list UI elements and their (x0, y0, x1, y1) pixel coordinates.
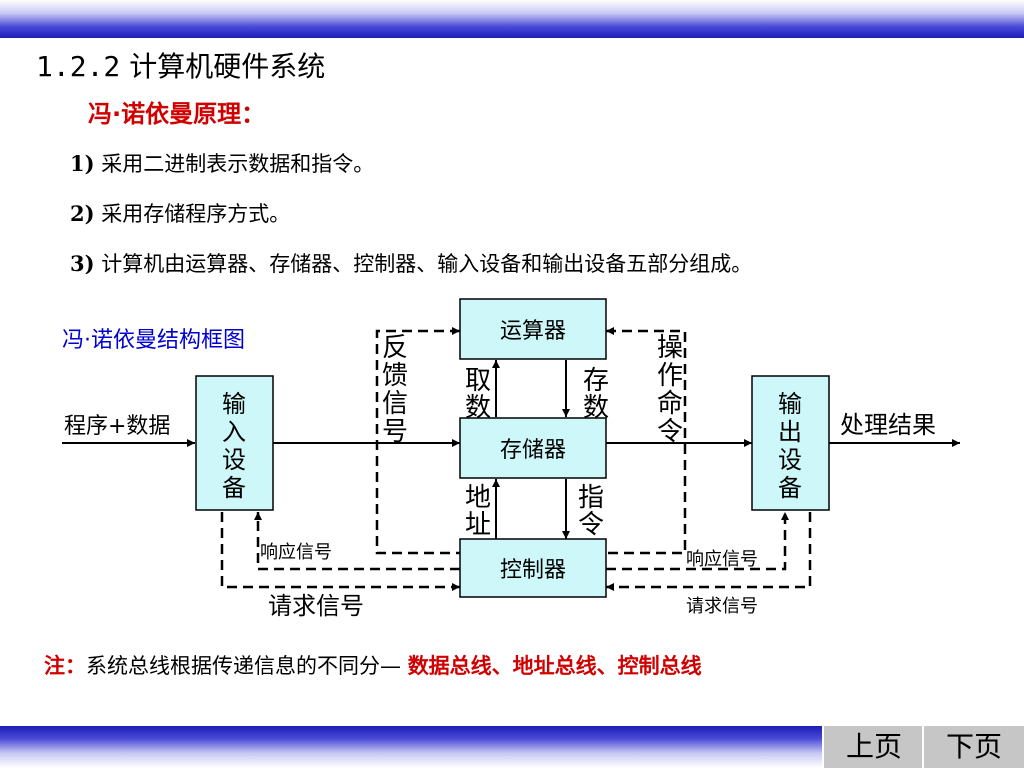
alu-box (459, 298, 607, 360)
input-device-label: 输 入 设 备 (222, 390, 246, 502)
fetch-char: 数 (465, 393, 491, 423)
operation-char: 命 (657, 389, 683, 419)
input-device-char: 输 (222, 390, 246, 418)
bus-note: 注：系统总线根据传递信息的不同分— 数据总线、地址总线、控制总线 (44, 650, 702, 680)
control-box (459, 538, 607, 598)
point-3: 3) 计算机由运算器、存储器、控制器、输入设备和输出设备五部分组成。 (70, 248, 752, 278)
point-text: 计算机由运算器、存储器、控制器、输入设备和输出设备五部分组成。 (101, 252, 753, 276)
feedback-signal-label: 反 馈 信 号 (382, 333, 408, 447)
prev-page-button[interactable]: 上页 (822, 726, 924, 768)
output-label: 处理结果 (840, 411, 936, 439)
memory-box (459, 417, 607, 479)
control-label: 控制器 (500, 558, 566, 583)
title-text: 计算机硬件系统 (129, 50, 326, 83)
request-signal-left: 请求信号 (268, 592, 364, 620)
diagram-title: 冯·诺依曼结构框图 (62, 328, 245, 353)
feedback-char: 反 (382, 333, 408, 363)
point-number: 2) (70, 201, 95, 226)
bus-types: 数据总线、地址总线、控制总线 (407, 654, 702, 678)
instruction-char: 指 (578, 483, 604, 513)
feedback-char: 信 (382, 389, 408, 419)
page-title: 1.2.2 计算机硬件系统 (36, 45, 325, 85)
point-1: 1) 采用二进制表示数据和指令。 (70, 148, 374, 178)
request-signal-right: 请求信号 (686, 596, 758, 617)
output-device-label: 输 出 设 备 (778, 390, 802, 502)
output-device-char: 备 (778, 474, 802, 502)
top-gradient-band (0, 0, 1024, 38)
operation-char: 作 (657, 361, 683, 391)
alu-label: 运算器 (500, 319, 566, 344)
control-signal-lines (220, 327, 812, 591)
operation-command-line (606, 327, 687, 555)
operation-char: 令 (657, 417, 683, 447)
output-device-char: 出 (778, 418, 802, 446)
point-2: 2) 采用存储程序方式。 (70, 198, 290, 228)
instruction-label: 指 令 (578, 483, 604, 540)
store-char: 存 (583, 366, 609, 396)
note-label: 注： (44, 654, 86, 678)
feedback-signal-line (375, 327, 460, 555)
response-signal-left: 响应信号 (260, 542, 332, 563)
address-char: 地 (465, 483, 491, 513)
response-signal-right: 响应信号 (686, 549, 758, 570)
address-label: 地 址 (465, 483, 491, 540)
input-device-char: 备 (222, 474, 246, 502)
right-request-line (606, 512, 812, 591)
input-device-box (195, 375, 274, 511)
output-device-char: 设 (778, 446, 802, 474)
left-request-line (220, 512, 460, 591)
store-char: 数 (583, 393, 609, 423)
feedback-char: 馈 (382, 361, 408, 391)
right-response-line (606, 512, 789, 571)
point-text: 采用二进制表示数据和指令。 (101, 152, 375, 176)
title-number: 1.2.2 (36, 50, 121, 83)
instruction-char: 令 (578, 510, 604, 540)
input-label: 程序+数据 (64, 414, 170, 439)
operation-char: 操 (657, 333, 683, 363)
address-char: 址 (465, 510, 491, 540)
store-data-label: 存 数 (583, 366, 609, 423)
memory-label: 存储器 (500, 438, 566, 463)
next-page-button[interactable]: 下页 (922, 726, 1024, 768)
principle-title: 冯·诺依曼原理： (88, 100, 266, 128)
output-device-box (751, 375, 830, 511)
input-device-char: 设 (222, 446, 246, 474)
point-text: 采用存储程序方式。 (101, 202, 291, 226)
feedback-char: 号 (382, 417, 408, 447)
point-number: 1) (70, 151, 95, 176)
fetch-data-label: 取 数 (465, 366, 491, 423)
input-device-char: 入 (222, 418, 246, 446)
left-response-line (254, 512, 460, 571)
output-device-char: 输 (778, 390, 802, 418)
data-flow-lines (62, 360, 960, 539)
note-text: 系统总线根据传递信息的不同分— (86, 654, 401, 678)
fetch-char: 取 (465, 366, 491, 396)
point-number: 3) (70, 251, 95, 276)
operation-command-label: 操 作 命 令 (657, 333, 683, 447)
